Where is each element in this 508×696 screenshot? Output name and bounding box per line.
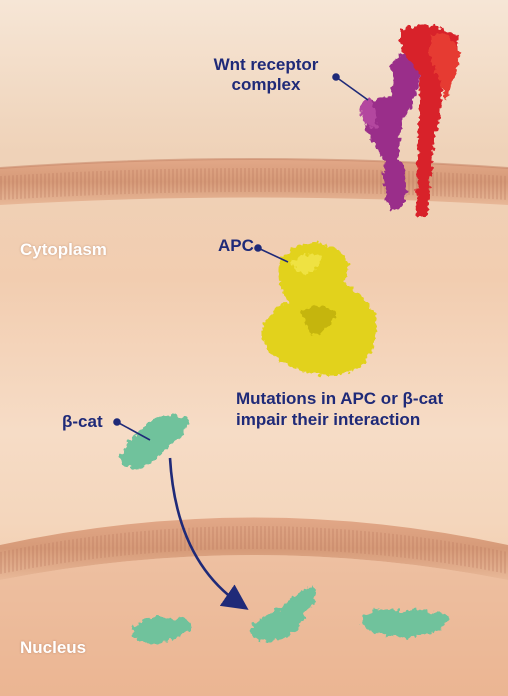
label-cytoplasm: Cytoplasm [20, 240, 107, 259]
label-wnt-receptor: Wnt receptor complex [196, 55, 336, 95]
label-wnt-line2: complex [231, 75, 301, 94]
bcat-nucleus-group [132, 586, 448, 644]
nuclear-membrane [0, 517, 508, 696]
label-apc: APC [218, 236, 254, 255]
label-nucleus: Nucleus [20, 638, 87, 657]
label-bcat: β-cat [62, 412, 103, 431]
label-mutation-line1: Mutations in APC or β-cat [236, 389, 444, 408]
label-mutation-line2: impair their interaction [236, 410, 421, 429]
leader-lines [113, 73, 369, 441]
label-mutations: Mutations in APC or β-cat impair their i… [236, 388, 443, 430]
label-wnt-line1: Wnt receptor [213, 55, 319, 74]
wnt-receptor-complex [360, 25, 460, 218]
bcat-cytoplasm [120, 415, 190, 469]
translocation-arrow [168, 457, 249, 610]
apc-protein [262, 243, 377, 376]
cell-membrane [0, 158, 508, 205]
